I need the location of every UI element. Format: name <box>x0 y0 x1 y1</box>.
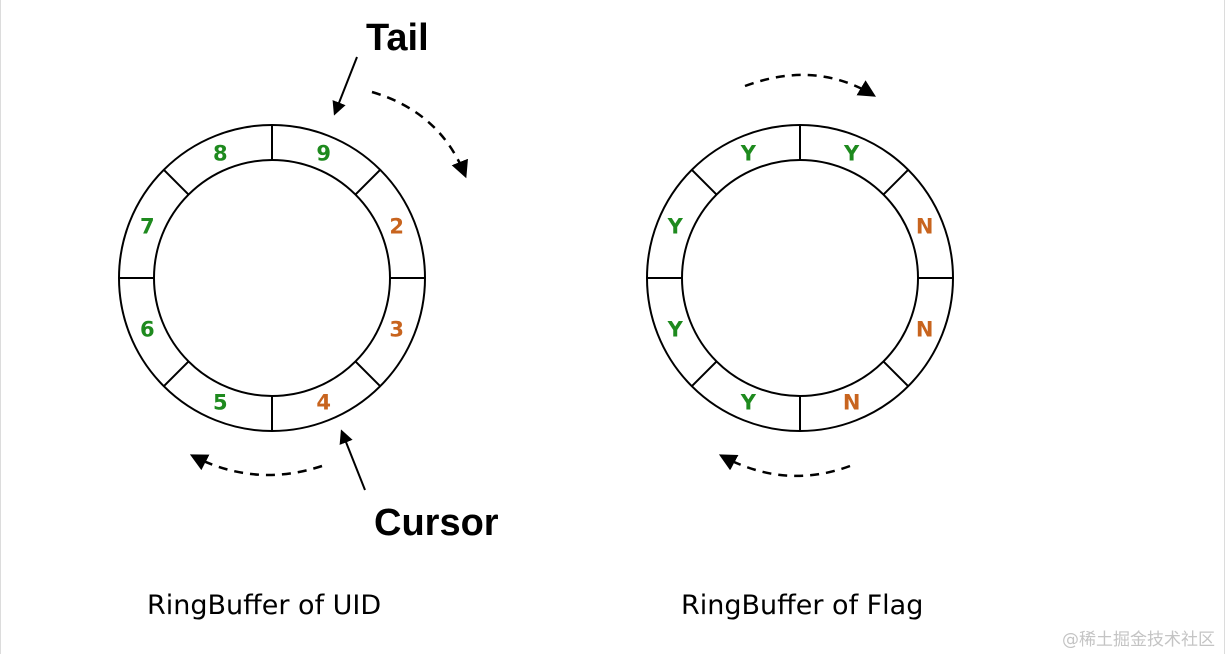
flag-buffer-slot-4: Y <box>740 391 757 415</box>
uid-buffer-slot-3: 4 <box>316 391 331 415</box>
uid-buffer-slot-7: 8 <box>213 141 228 165</box>
uid-caption: RingBuffer of UID <box>147 590 381 621</box>
flag-caption: RingBuffer of Flag <box>681 590 923 621</box>
flag-buffer-slot-7: Y <box>740 141 757 165</box>
cursor-label: Cursor <box>374 502 499 544</box>
flag-buffer-slot-3: N <box>843 391 861 415</box>
uid-buffer-slot-5: 6 <box>140 318 155 342</box>
flag-clockwise-arrow <box>744 73 876 97</box>
flag-buffer-slot-5: Y <box>667 318 684 342</box>
flag-slot-labels: Y N N N Y Y Y Y <box>667 141 934 414</box>
flag_buffer-divider-1 <box>882 169 909 196</box>
flag-buffer-slot-6: Y <box>667 214 684 238</box>
uid_buffer-divider-1 <box>354 169 381 196</box>
flag-buffer-slot-1: N <box>916 214 934 238</box>
uid-ring-dividers <box>119 125 425 431</box>
cursor-pointer-arrow <box>339 429 366 491</box>
uid_buffer-divider-5 <box>163 360 190 387</box>
uid-buffer-slot-4: 5 <box>213 391 228 415</box>
flag-buffer-slot-2: N <box>916 318 934 342</box>
watermark: @稀土掘金技术社区 <box>1062 630 1215 650</box>
uid-slot-labels: 9 2 3 4 5 6 7 8 <box>140 141 404 414</box>
uid-ring: 9 2 3 4 5 6 7 8 <box>118 124 426 432</box>
flag-buffer-slot-0: Y <box>843 141 860 165</box>
uid-ring-inner <box>153 159 391 397</box>
uid-buffer-slot-0: 9 <box>316 141 331 165</box>
flag-ring: Y N N N Y Y Y Y <box>646 124 954 432</box>
flag_buffer-divider-5 <box>691 360 718 387</box>
uid_buffer-divider-7 <box>163 169 190 196</box>
flag_buffer-divider-3 <box>882 360 909 387</box>
uid-buffer-slot-1: 2 <box>389 214 404 238</box>
uid-buffer-slot-6: 7 <box>140 214 155 238</box>
flag-cursor-direction-arrow <box>718 454 851 478</box>
uid-clockwise-arrow <box>371 90 468 179</box>
tail-pointer-arrow <box>332 56 358 116</box>
tail-label: Tail <box>366 17 429 59</box>
uid-cursor-direction-arrow <box>189 454 323 477</box>
uid_buffer-divider-3 <box>354 360 381 387</box>
flag-ring-dividers <box>647 125 953 431</box>
flag_buffer-divider-7 <box>691 169 718 196</box>
uid-buffer-slot-2: 3 <box>389 318 404 342</box>
flag-ring-inner <box>681 159 919 397</box>
